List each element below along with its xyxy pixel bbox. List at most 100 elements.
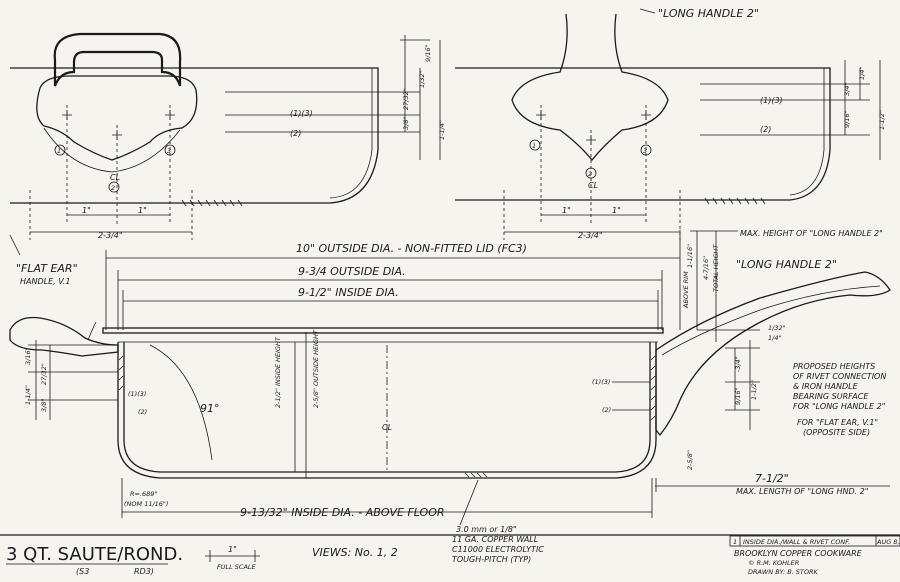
flat-ear-shape [9, 316, 119, 357]
company-name: BROOKLYN COPPER COOKWARE [734, 549, 863, 558]
tl-wall-inner [329, 68, 373, 199]
total-height-label: TOTAL HEIGHT [712, 244, 720, 292]
handle-length-value: 7-1/2" [755, 472, 789, 485]
scale-value: 1" [228, 545, 237, 554]
long-handle-shape [655, 271, 891, 437]
inside-dimension: 9-1/2" INSIDE DIA. [298, 286, 399, 299]
top-left-view: 1 2 3 CL 1" 1" 2-3/4" 27/32" [10, 32, 446, 240]
scale-label: FULL SCALE [217, 563, 257, 571]
tl-ear-shadow [43, 127, 181, 173]
tr-point-2: 2 [588, 170, 592, 178]
tr-view-title: "LONG HANDLE 2" [658, 7, 759, 20]
height-dim-lines [294, 332, 307, 478]
proposed-line-5: FOR "LONG HANDLE 2" [793, 402, 885, 411]
left-dim-1: 3/16" [24, 347, 32, 365]
views-label: VIEWS: No. 1, 2 [312, 546, 398, 559]
tl-hatch [181, 199, 243, 207]
left-dim-3: 1-1/4" [24, 385, 32, 405]
left-callout-2: (2) [138, 408, 147, 416]
radius-label: R=.689" [130, 490, 157, 498]
revision-date: AUG 8,21 [876, 538, 900, 546]
left-side-dim-lines [28, 340, 118, 420]
material-line-2: 11 GA. COPPER WALL [452, 535, 538, 544]
lid-dimension: 10" OUTSIDE DIA. - NON-FITTED LID (FC3) [296, 242, 527, 255]
tl-dim-r5: 1-1/4" [438, 120, 446, 140]
tr-right-dim-lines [700, 60, 881, 160]
tl-point-labels: 1 2 3 CL [54, 144, 176, 193]
tl-loop-handle [53, 32, 182, 87]
left-dim-4: 3/8" [40, 399, 48, 412]
tl-dim-1: 1" [82, 206, 91, 215]
inside-height: 2-1/2" INSIDE HEIGHT [274, 336, 282, 408]
tr-dim-2: 1" [612, 206, 621, 215]
pan-outer-wall [117, 342, 657, 479]
tl-dim-r2: 1/32" [418, 70, 426, 88]
tr-point-3: 3 [643, 147, 647, 155]
material-line-4: TOUGH-PITCH (TYP) [452, 555, 531, 564]
long-handle: "LONG HANDLE 2" MAX. HEIGHT OF "LONG HAN… [655, 229, 891, 496]
tr-dim-r3: 9/16" [843, 110, 851, 128]
flat-ear-edge [87, 321, 97, 341]
revision-number: 1 [733, 538, 737, 546]
tr-dim-1: 1" [562, 206, 571, 215]
long-handle-title: "LONG HANDLE 2" [736, 258, 837, 271]
title-block: 3 QT. SAUTE/ROND. (S3 RD3) 1" FULL SCALE… [0, 534, 900, 576]
tr-dim-overall: 2-3/4" [578, 231, 603, 240]
radius-sub: (NOM 11/16") [124, 500, 168, 508]
pan-wall-hatch [118, 355, 656, 478]
tl-ear-plate [36, 75, 198, 161]
proposed-line-1: PROPOSED HEIGHTS [793, 362, 875, 371]
flat-ear-title: "FLAT EAR" [16, 262, 78, 275]
tr-title-leader [639, 8, 656, 14]
tr-callout-13: (1)(3) [760, 96, 783, 105]
material-line-3: C11000 ELECTROLYTIC [452, 545, 544, 554]
tl-right-dim-lines [225, 35, 441, 160]
angle-arc [149, 344, 213, 461]
proposed-line-4: BEARING SURFACE [793, 392, 869, 401]
total-height-value: 4-7/16" [702, 256, 710, 280]
right-dim-3: 1-1/2" [750, 380, 758, 400]
tl-dim-r4: 3/8" [402, 117, 410, 130]
tl-dim-overall: 2-3/4" [98, 231, 123, 240]
title-code-1: (S3 [76, 567, 89, 576]
tr-dim-r2: 3/4" [843, 83, 851, 96]
tl-point-2: 2 [111, 184, 115, 192]
right-callout-13: (1)(3) [592, 378, 610, 386]
tr-dim-r1: 1/4" [858, 67, 866, 80]
left-callout-13: (1)(3) [128, 390, 146, 398]
max-height-label: MAX. HEIGHT OF "LONG HANDLE 2" [740, 229, 883, 238]
material-note: 3.0 mm or 1/8" 11 GA. COPPER WALL C11000… [452, 479, 544, 564]
above-rim-value: 1-1/16" [686, 244, 694, 268]
above-rim-label: ABOVE RIM [682, 271, 690, 309]
rivet-leader-lines [612, 381, 650, 411]
revision-block: 1 INSIDE DIA./WALL & RIVET CONF. AUG 8,2… [729, 535, 900, 547]
right-dim-5: 1/32" [768, 324, 786, 332]
tr-handle-shape [511, 13, 669, 162]
outside-dimension: 9-3/4 OUTSIDE DIA. [298, 265, 406, 278]
tl-center-mark: CL [110, 173, 120, 182]
diameter-dim-lines [105, 230, 681, 330]
tr-centerlines [503, 105, 681, 240]
right-dim-2: 9/16" [734, 387, 742, 405]
pan-inner-wall [123, 342, 651, 473]
tl-dim-lines [30, 214, 192, 233]
right-dim-4: 1/4" [768, 334, 781, 342]
lid [102, 327, 664, 334]
proposed-line-3: & IRON HANDLE [793, 382, 859, 391]
tr-dim-lines [504, 214, 680, 233]
material-line-1: 3.0 mm or 1/8" [456, 525, 517, 534]
tr-point-labels: 1 2 3 CL [529, 139, 652, 190]
tr-point-1: 1 [532, 142, 536, 150]
tr-dim-r4: 1-1/2" [878, 110, 886, 130]
flat-ear-note-1: FOR "FLAT EAR, V.1" [797, 418, 878, 427]
material-leader [459, 479, 479, 526]
flat-ear-note-2: (OPPOSITE SIDE) [803, 428, 870, 437]
proposed-line-2: OF RIVET CONNECTION [793, 372, 886, 381]
tr-hatch [704, 197, 766, 205]
right-dim-1: -3/4" [734, 356, 742, 372]
flat-ear-subtitle: HANDLE, V.1 [20, 277, 70, 286]
title-name: 3 QT. SAUTE/ROND. [6, 544, 183, 565]
drawn-by: DRAWN BY: B. STORK [748, 568, 819, 576]
tl-centerlines [29, 105, 193, 240]
tl-wall-outline [10, 67, 379, 204]
